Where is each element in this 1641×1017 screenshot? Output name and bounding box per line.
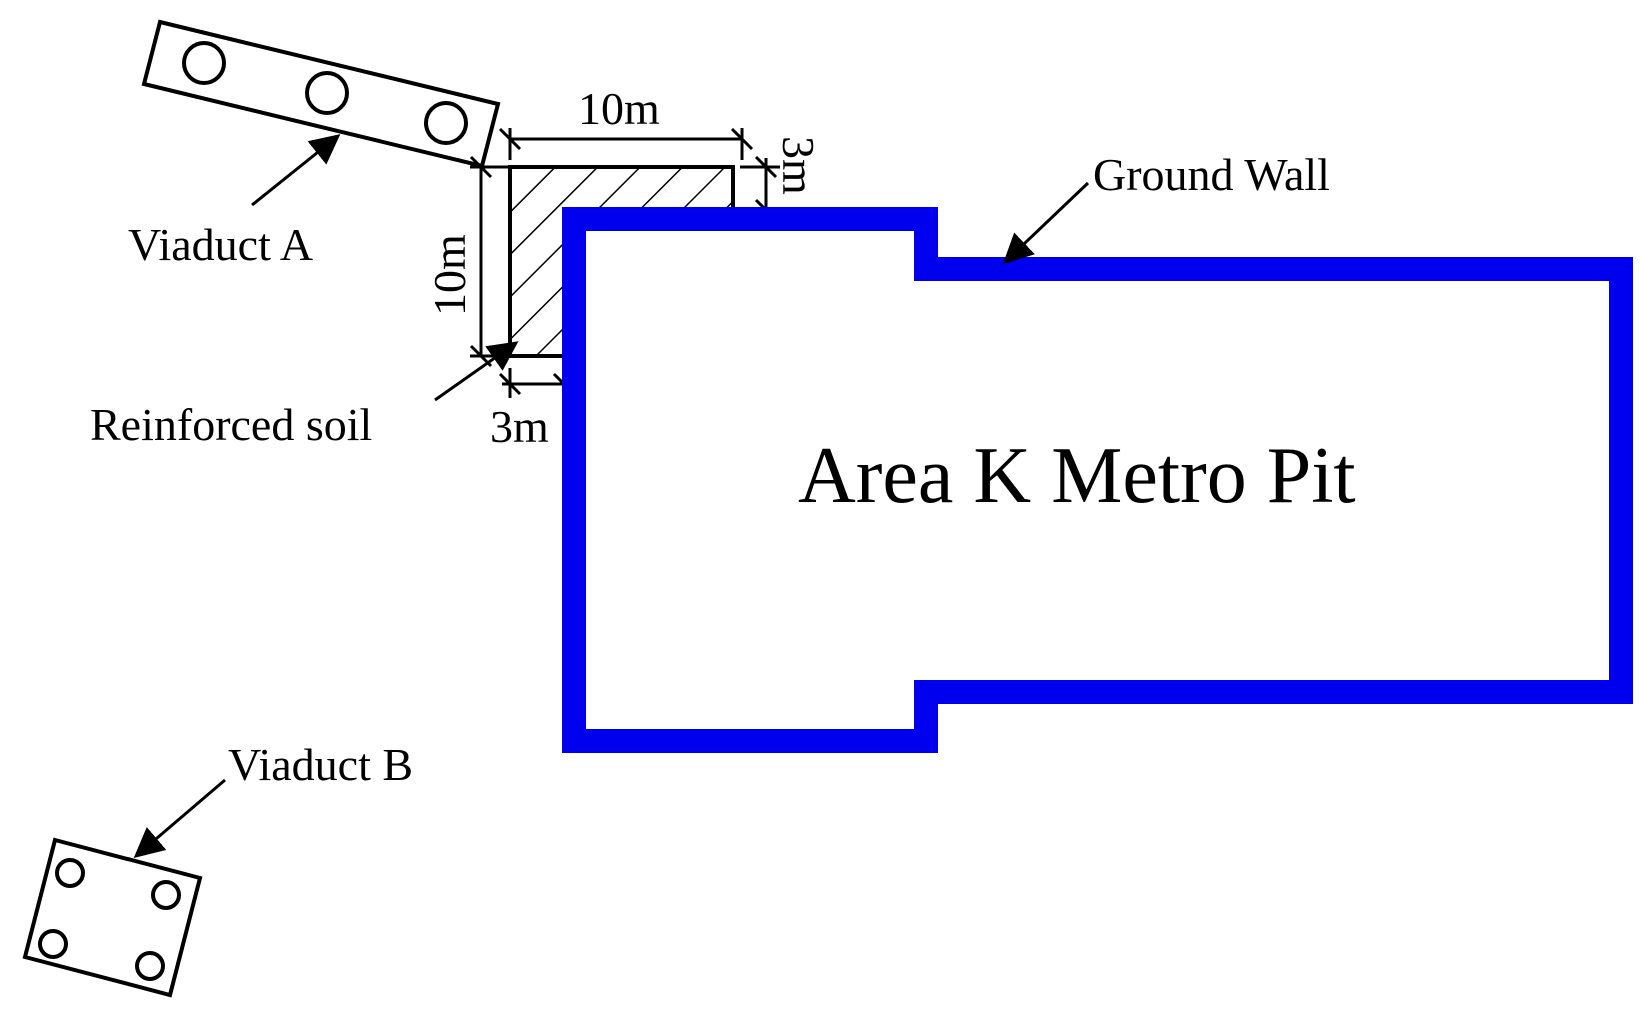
viaduct-a-pile-3 [424,101,468,145]
dimension-lines [469,127,780,398]
viaduct-a-pile-2 [305,71,349,115]
viaduct-b-pile-3 [38,929,68,959]
viaduct-b-pile-4 [135,951,165,981]
viaduct-b [22,837,203,998]
dim-left-label: 10m [424,234,475,316]
ground-wall-label: Ground Wall [1093,149,1330,200]
viaduct-b-body [22,837,203,998]
reinforced-soil-area [508,165,735,358]
dim-right-label: 3m [773,136,824,195]
reinforced-soil-label: Reinforced soil [90,399,372,450]
viaduct-a [141,19,501,169]
viaduct-a-label: Viaduct A [128,219,313,270]
dim-bottom-label: 3m [490,401,549,452]
leader-arrows [133,134,1090,858]
pit-title: Area K Metro Pit [798,432,1356,520]
dim-top-label: 10m [578,83,660,134]
viaduct-b-label: Viaduct B [228,739,413,790]
viaduct-b-pile-1 [55,858,85,888]
ground-wall-outline [562,207,1633,753]
viaduct-a-pile-1 [182,41,226,85]
viaduct-b-pile-2 [151,880,181,910]
